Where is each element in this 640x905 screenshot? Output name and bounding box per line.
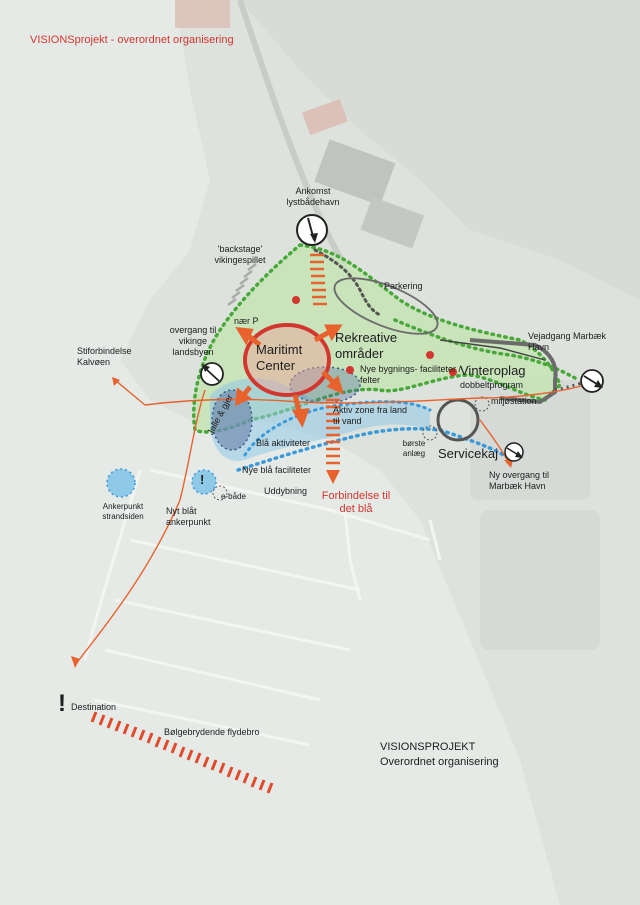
route-arrowhead — [112, 377, 120, 386]
label-overgang-vikinge: overgang til vikinge landsbyen — [169, 325, 217, 357]
wave-breaker — [90, 711, 274, 794]
winter-storage-outline — [469, 338, 558, 405]
page-title: VISIONSprojekt - overordnet organisering — [30, 34, 234, 46]
label-naer-p: nær P — [234, 316, 259, 326]
tennis-court — [302, 98, 348, 136]
exclamation-icon: ! — [58, 690, 66, 717]
route-arrowhead — [504, 459, 513, 468]
legend-title: VISIONSPROJEKT — [380, 741, 476, 753]
boat-yard — [470, 380, 600, 650]
parking-area — [333, 277, 439, 335]
blue-zone-outline — [236, 427, 512, 472]
label-uddybning: Uddybning — [264, 486, 308, 496]
north-land — [240, 0, 640, 300]
exclamation-icon: ! — [200, 472, 205, 487]
hatched-path-north — [310, 253, 327, 306]
label-stiforbindelse: Stiforbindelse Kalvøen — [77, 346, 132, 367]
anchor-point-strand — [106, 468, 136, 498]
label-ankomst: Ankomst lystbådehavn — [286, 186, 340, 207]
building — [360, 196, 425, 249]
label-aktiv-zone: Aktiv zone fra land til vand — [333, 405, 408, 426]
e-baade-circle — [212, 485, 228, 501]
label-bolgebrydende: Bølgebrydende flydebro — [164, 727, 260, 737]
label-vinteroplag: Vinteroplag — [460, 363, 526, 378]
compass-icon — [580, 369, 604, 393]
label-blaa-aktiviteter: Blå aktiviteter — [256, 438, 311, 448]
building — [314, 139, 396, 206]
label-forbindelse: Forbindelse til det blå — [321, 490, 391, 516]
servicekaj-circle — [436, 398, 480, 442]
compass-icon — [504, 442, 524, 462]
forbindelse-arrow — [326, 470, 340, 484]
label-ankerpunkt-strand: Ankerpunkt strandsiden — [102, 502, 144, 521]
compass-icon — [296, 214, 328, 246]
marina-piers — [83, 468, 442, 747]
dark-blue-zone — [289, 366, 361, 404]
compass-icon — [200, 362, 224, 386]
center-arrows — [235, 324, 344, 428]
route-arrowhead — [71, 656, 80, 668]
label-parkering: Parkering — [384, 281, 423, 291]
anchor-point-blue — [191, 469, 217, 495]
borste-circle — [422, 425, 438, 441]
backstage-hatch — [227, 263, 257, 306]
label-bygnings: Nye bygnings- faciliteter / felter — [360, 364, 462, 385]
label-nyt-blaat: Nyt blåt ankerpunkt — [166, 506, 211, 527]
label-destination: Destination — [71, 702, 117, 712]
label-nye-blaa: Nye blå faciliteter — [242, 465, 312, 475]
label-miljostation: miljøstation — [491, 396, 537, 406]
miljo-circle — [474, 396, 490, 412]
label-e-baade: e-både — [221, 492, 246, 501]
blue-zone — [210, 378, 430, 461]
label-maritimt: Maritimt Center — [256, 342, 303, 373]
label-ny-overgang: Ny overgang til Marbæk Havn — [489, 470, 550, 491]
label-vejadgang: Vejadgang Marbæk Havn — [528, 331, 607, 352]
maritime-center — [243, 323, 331, 397]
legend-subtitle: Overordnet organisering — [380, 756, 499, 768]
jolle-zone — [211, 389, 253, 451]
label-dobbeltprogram: dobbeltprogram — [460, 380, 524, 390]
hatched-path-south — [326, 398, 340, 465]
coastal-road — [237, 0, 348, 267]
label-borste: børste anlæg — [402, 439, 426, 458]
road-arrow — [439, 339, 546, 361]
point-markers — [292, 296, 457, 376]
blue-zone-inner — [243, 400, 432, 457]
label-rekreative: Rekreative områder — [335, 330, 398, 361]
label-servicekaj: Servicekaj — [438, 446, 498, 461]
tennis-court — [175, 0, 230, 28]
label-backstage: 'backstage' vikingespillet — [214, 244, 266, 265]
road-dotted — [313, 248, 382, 317]
